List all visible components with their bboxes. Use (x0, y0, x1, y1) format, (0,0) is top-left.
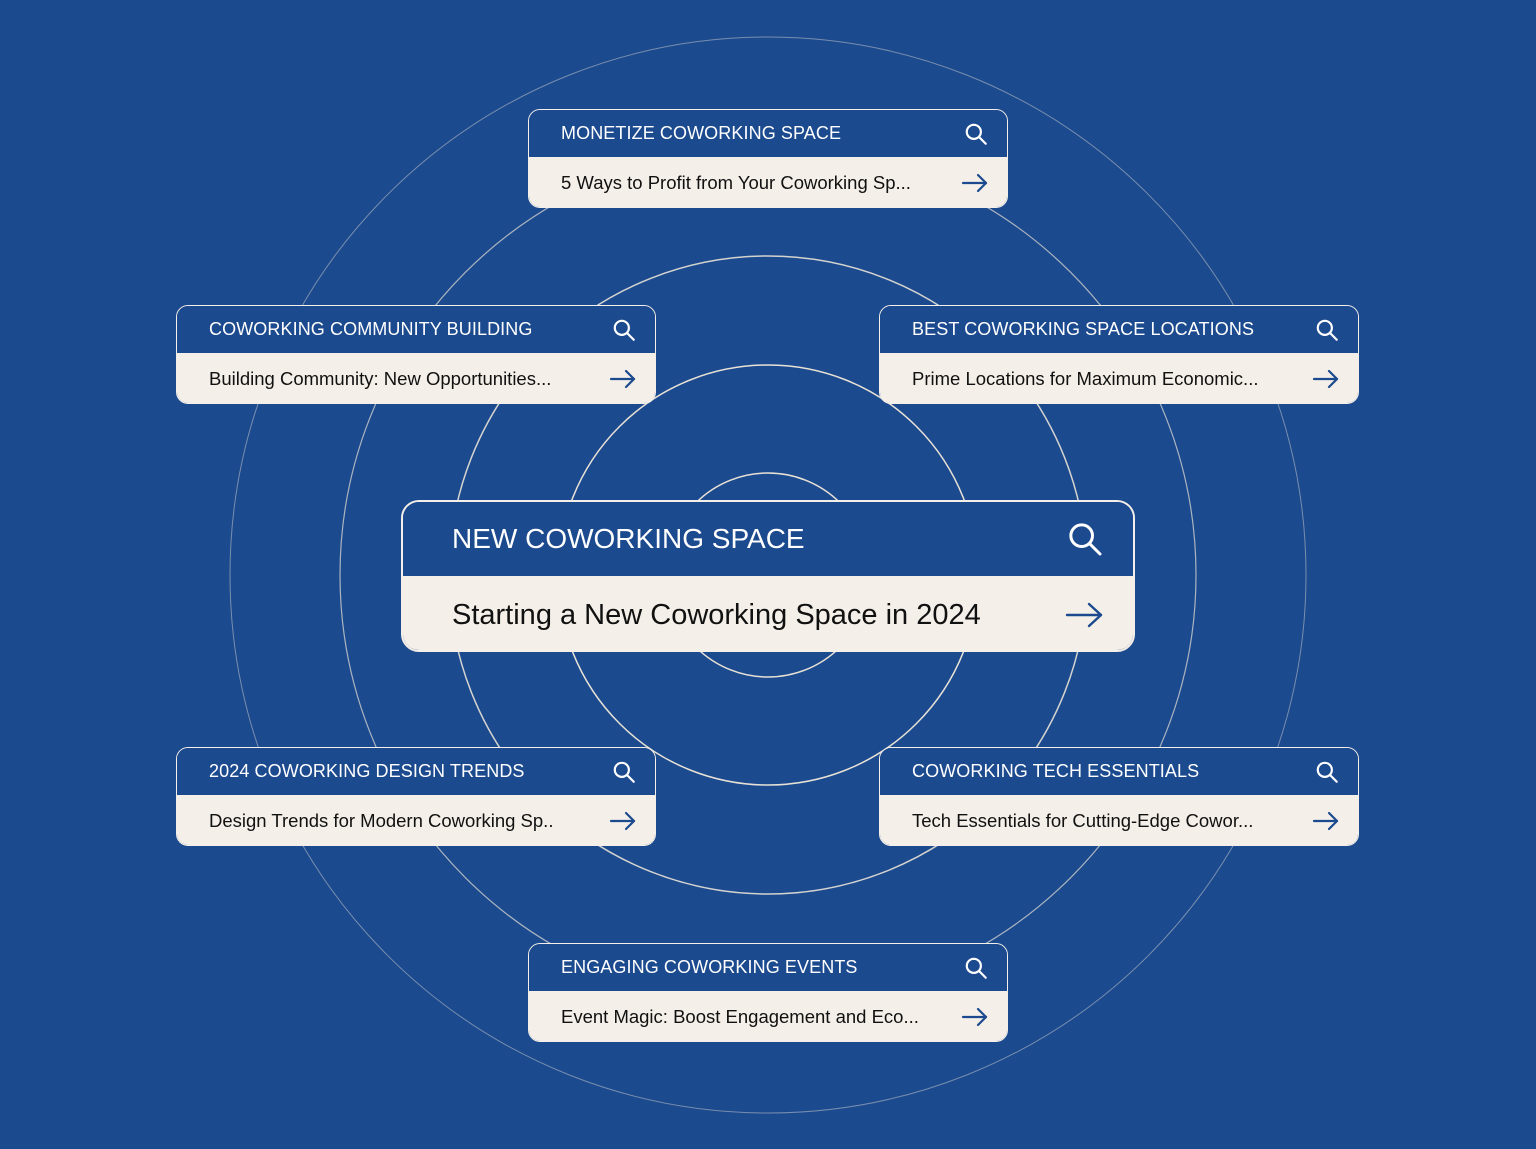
topic-title: MONETIZE COWORKING SPACE (561, 123, 842, 143)
topic-card-locations[interactable]: BEST COWORKING SPACE LOCATIONS Prime Loc… (879, 305, 1359, 404)
topic-body[interactable]: Event Magic: Boost Engagement and Eco... (529, 992, 1007, 1041)
search-icon[interactable] (963, 121, 989, 147)
topic-title: COWORKING COMMUNITY BUILDING (209, 319, 533, 339)
topic-header: 2024 COWORKING DESIGN TRENDS (177, 748, 655, 796)
topic-subtitle: Event Magic: Boost Engagement and Eco... (561, 1006, 919, 1027)
arrow-right-icon[interactable] (609, 368, 637, 390)
topic-card-events[interactable]: ENGAGING COWORKING EVENTS Event Magic: B… (528, 943, 1008, 1042)
ring-outer (229, 36, 1307, 1114)
topic-body[interactable]: Building Community: New Opportunities... (177, 354, 655, 403)
topic-card-monetize[interactable]: MONETIZE COWORKING SPACE 5 Ways to Profi… (528, 109, 1008, 208)
search-icon[interactable] (611, 317, 637, 343)
arrow-right-icon[interactable] (1312, 368, 1340, 390)
arrow-right-icon[interactable] (609, 810, 637, 832)
topic-title: COWORKING TECH ESSENTIALS (912, 761, 1200, 781)
topic-body[interactable]: Tech Essentials for Cutting-Edge Cowor..… (880, 796, 1358, 845)
arrow-right-icon[interactable] (1065, 600, 1105, 630)
center-topic-body[interactable]: Starting a New Coworking Space in 2024 (403, 578, 1133, 650)
topic-body[interactable]: 5 Ways to Profit from Your Coworking Sp.… (529, 158, 1007, 207)
topic-subtitle: Tech Essentials for Cutting-Edge Cowor..… (912, 810, 1254, 831)
topic-subtitle: 5 Ways to Profit from Your Coworking Sp.… (561, 172, 911, 193)
topic-title: BEST COWORKING SPACE LOCATIONS (912, 319, 1255, 339)
topic-card-design-trends[interactable]: 2024 COWORKING DESIGN TRENDS Design Tren… (176, 747, 656, 846)
topic-body[interactable]: Design Trends for Modern Coworking Sp.. (177, 796, 655, 845)
search-icon[interactable] (1314, 759, 1340, 785)
topic-header: BEST COWORKING SPACE LOCATIONS (880, 306, 1358, 354)
center-topic-title: NEW COWORKING SPACE (452, 523, 805, 554)
topic-title: ENGAGING COWORKING EVENTS (561, 957, 858, 977)
topic-header: COWORKING TECH ESSENTIALS (880, 748, 1358, 796)
center-topic-card[interactable]: NEW COWORKING SPACE Starting a New Cowor… (401, 500, 1135, 652)
topic-card-community[interactable]: COWORKING COMMUNITY BUILDING Building Co… (176, 305, 656, 404)
topic-header: COWORKING COMMUNITY BUILDING (177, 306, 655, 354)
topic-title: 2024 COWORKING DESIGN TRENDS (209, 761, 525, 781)
topic-card-tech-essentials[interactable]: COWORKING TECH ESSENTIALS Tech Essential… (879, 747, 1359, 846)
topic-header: MONETIZE COWORKING SPACE (529, 110, 1007, 158)
arrow-right-icon[interactable] (961, 1006, 989, 1028)
topic-subtitle: Design Trends for Modern Coworking Sp.. (209, 810, 554, 831)
search-icon[interactable] (1314, 317, 1340, 343)
search-icon[interactable] (963, 955, 989, 981)
topic-subtitle: Building Community: New Opportunities... (209, 368, 552, 389)
topic-header: ENGAGING COWORKING EVENTS (529, 944, 1007, 992)
center-topic-subtitle: Starting a New Coworking Space in 2024 (452, 598, 981, 631)
topic-subtitle: Prime Locations for Maximum Economic... (912, 368, 1259, 389)
topic-body[interactable]: Prime Locations for Maximum Economic... (880, 354, 1358, 403)
arrow-right-icon[interactable] (961, 172, 989, 194)
search-icon[interactable] (611, 759, 637, 785)
search-icon[interactable] (1065, 519, 1105, 559)
center-topic-header: NEW COWORKING SPACE (403, 502, 1133, 578)
arrow-right-icon[interactable] (1312, 810, 1340, 832)
